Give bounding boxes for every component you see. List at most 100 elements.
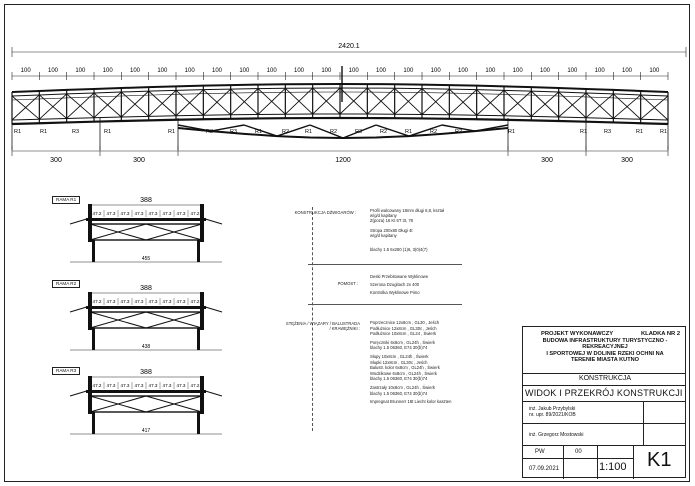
support-label: R1 (405, 129, 412, 135)
notes-group2: Deski Przebitowane Wyklinowe Szerona Dzu… (370, 274, 428, 295)
notes-group1-title: KONSTRUKCJA DŹWIGARÓW : (294, 210, 356, 215)
support-label: R1 (580, 129, 587, 135)
plank-spacing-label: 47.3 (149, 211, 158, 216)
support-label: R3 (72, 129, 79, 135)
spacing-label: 100 (403, 68, 414, 74)
note-line: Podłużnice 12x8cm , GL30c , Jeśch (370, 325, 437, 331)
spacing-label: 100 (349, 68, 360, 74)
plank-spacing-label: 47.2 (93, 211, 102, 216)
spacing-label: 100 (267, 68, 278, 74)
section-base-label: 455 (142, 256, 151, 262)
span-label: 300 (50, 157, 62, 164)
note-line: blachy 1.5 6x280 (1)6, 3(0)4(7) (370, 247, 428, 252)
support-label: R1 (168, 129, 175, 135)
note-line: Podłużnice 10x8cm , GL24 , Świerk (370, 331, 437, 337)
note-line: Słupki 12x8cm , GL30c , Jeśch (370, 359, 428, 365)
note-line: Z(poza) 16 Kt 6T 3t, 78 (370, 218, 413, 223)
sheet-label: KLADKA NR 2 (641, 331, 681, 337)
note-line: blachy 1.5 06360, E74 30(b)74 (370, 345, 428, 351)
plank-spacing-label: 47.2 (191, 383, 200, 388)
description-line: REKREACYJNEJ (582, 344, 628, 351)
section-width-label: 388 (140, 369, 152, 376)
note-line: Kontrolka Wyklinowe Pimo (370, 290, 420, 295)
spacing-label: 100 (75, 68, 86, 74)
support-label: R2 (455, 129, 462, 135)
project-stage-label: PROJEKT WYKONAWCZY (541, 331, 614, 337)
support-label: R1 (636, 129, 643, 135)
description-line: BUDOWA INFRASTRUKTURY TURYSTYCZNO - (542, 338, 668, 344)
title-block: PROJEKT WYKONAWCZY KLADKA NR 2 BUDOWA IN… (522, 326, 687, 479)
plank-spacing-label: 47.3 (107, 383, 116, 388)
notes-group3-title: STĘŻENIA / WIĄZARY / BALUSTRADA / KRAWĘŻ… (285, 321, 360, 331)
total-dimension-label: 2420.1 (338, 43, 360, 50)
date-value: 07.09.2021 (529, 466, 560, 472)
support-label: R2 (282, 129, 289, 135)
spacing-label: 100 (540, 68, 551, 74)
drawing-sheet (4, 4, 690, 482)
support-label: R2 (206, 129, 213, 135)
support-label: R1 (255, 129, 262, 135)
truss-elevation (11, 66, 669, 150)
project-description: BUDOWA INFRASTRUKTURY TURYSTYCZNO - REKR… (523, 338, 687, 363)
plank-spacing-label: 47.3 (121, 383, 130, 388)
plank-spacing-label: 47.3 (163, 383, 172, 388)
description-line: I SPORTOWEJ W DOLINIE RZEKI OCHNI NA (546, 350, 664, 357)
spacing-label: 100 (157, 68, 168, 74)
spacing-label: 100 (649, 68, 660, 74)
note-line: Poręczniki 6x8cm , GL24h , Świerk (370, 339, 435, 345)
spacing-label: 100 (21, 68, 32, 74)
plank-spacing-label: 47.2 (191, 299, 200, 304)
support-label: R3 (355, 129, 362, 135)
support-label: R1 (508, 129, 515, 135)
section-width-label: 388 (140, 197, 152, 204)
section-base-label: 438 (142, 344, 151, 350)
notes-divider (312, 207, 314, 431)
spacing-label: 100 (622, 68, 633, 74)
checker-name: inż. Grzegorz Mostowski (529, 432, 584, 438)
support-label: R3 (230, 129, 237, 135)
spacing-label: 100 (595, 68, 606, 74)
span-label: 300 (541, 157, 553, 164)
section-tag-r1: RAMA R1 (52, 196, 81, 204)
note-line: blachy 1.5 06360, E74 30(b)74 (370, 376, 428, 382)
span-label: 300 (621, 157, 633, 164)
plank-spacing-label: 47.3 (135, 383, 144, 388)
support-label: R1 (305, 129, 312, 135)
spacing-label: 100 (431, 68, 442, 74)
note-line: Poprzecznice 12x8cm , GL30 , Jeśch (370, 320, 440, 325)
notes-group2-title: POMOST : (337, 281, 358, 286)
discipline: KONSTRUKCJA (578, 375, 632, 382)
spacing-label: 100 (513, 68, 524, 74)
plank-spacing-label: 47.3 (177, 383, 186, 388)
spacing-label: 100 (212, 68, 223, 74)
note-line: Profil walcowany 18mm długi 6,8, kształ (370, 208, 445, 213)
spacing-label: 100 (458, 68, 469, 74)
support-label: R1 (660, 129, 667, 135)
plank-spacing-label: 47.3 (107, 211, 116, 216)
plank-spacing-label: 47.2 (93, 299, 102, 304)
support-label: R1 (14, 129, 21, 135)
section-width-label: 388 (140, 285, 152, 292)
plank-spacing-label: 47.2 (93, 383, 102, 388)
spacing-label: 100 (185, 68, 196, 74)
note-line: Zastrzały 10x8cm , GL24h , Świerk (370, 384, 435, 390)
plank-spacing-label: 47.3 (135, 211, 144, 216)
description-line: TERENIE MIASTA KUTNO (570, 356, 640, 363)
notes-separator-2 (308, 304, 462, 305)
plank-spacing-label: 47.3 (107, 299, 116, 304)
top-spacing-dimensions: 100 100 100 100 100 100 100 100 100 100 100 100 100 1… (11, 68, 669, 80)
plank-spacing-label: 47.3 (121, 211, 130, 216)
support-label: R2 (380, 129, 387, 135)
designer-block: inż. Jakub Przybylski nr. upr. 89/2021/K… (529, 406, 576, 418)
plank-spacing-label: 47.2 (191, 211, 200, 216)
notes-separator-1 (308, 264, 462, 265)
support-label: R1 (104, 129, 111, 135)
spacing-label: 100 (567, 68, 578, 74)
note-line: w/g/d kapitany (370, 213, 397, 218)
revision-value: 00 (575, 449, 582, 455)
